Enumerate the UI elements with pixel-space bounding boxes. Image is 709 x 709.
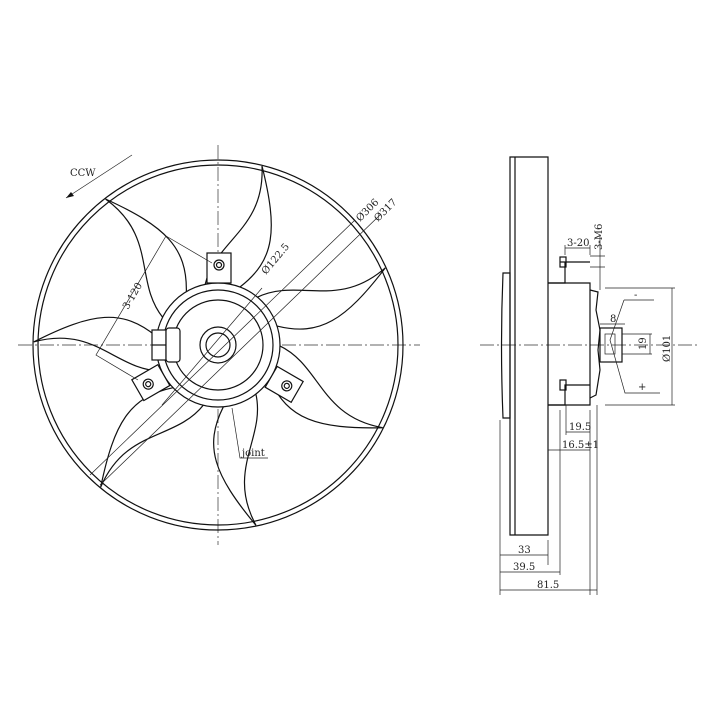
dim-16-5: 16.5±1 [562,440,599,451]
mount-dim-lines [95,235,213,381]
dia306-leader [89,219,356,476]
mount-tab [206,252,232,284]
outer-shroud-ring [32,159,404,531]
mount-tab [131,363,171,402]
side-view: 3-20 3-M6 Ø101 - + 8 19 19.5 16.5±1 33 3… [480,156,700,595]
connector-width-label: 8 [610,314,616,325]
bolt-spacing-label: 3-20 [567,238,589,249]
fan-blade [256,267,386,330]
bolt-thread-label: 3-M6 [594,224,605,250]
fan-edge [500,272,511,419]
bolt-dims [564,235,605,290]
dia122-label: Ø122.5 [260,242,292,277]
dim-33: 33 [518,545,531,556]
mount-tabs [131,252,304,404]
dia317-leader [99,214,381,486]
shaft [205,332,231,358]
plus-label: + [638,382,646,393]
dim-39-5: 39.5 [513,562,535,573]
shaft-boss [199,326,237,364]
mount-tab [264,365,304,404]
motor-cap [589,289,601,399]
joint-label: joint [241,448,265,459]
inner-shroud-ring [37,164,399,526]
connector-dims [600,323,652,355]
fan-blade [105,198,187,319]
ccw-arrowhead [66,192,74,198]
ccw-arrow [65,154,133,199]
connector-front [151,327,181,363]
motor-dia-label: Ø101 [662,335,673,362]
minus-label: - [634,290,637,301]
polarity-leaders [609,299,660,394]
connector-height-label: 19 [638,337,649,350]
side-connector [599,327,623,363]
mount-brackets [548,261,590,406]
motor-dia-dim [605,287,675,406]
dia122-leader [161,287,263,406]
fan-blade [213,393,259,526]
dim-81-5: 81.5 [537,580,559,591]
fan-blade [33,316,163,372]
ccw-label: CCW [70,168,96,179]
dim-19-5: 19.5 [569,422,591,433]
mount-label: 3-120 [121,281,145,311]
shroud-plate [509,156,549,536]
front-view: CCW Ø306 Ø317 Ø122.5 3-120 joint [18,145,420,545]
joint-leader [231,407,268,459]
depth-dims [499,405,598,595]
motor-body [548,282,591,406]
